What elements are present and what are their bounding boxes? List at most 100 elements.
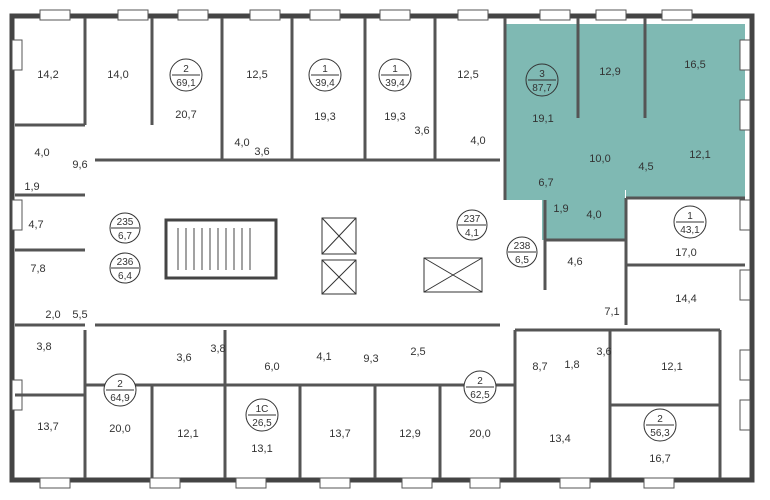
svg-text:1: 1 <box>322 64 328 75</box>
svg-text:56,3: 56,3 <box>650 428 670 439</box>
svg-text:14,0: 14,0 <box>107 69 128 81</box>
svg-text:16,7: 16,7 <box>649 453 670 465</box>
svg-text:1,8: 1,8 <box>564 359 579 371</box>
svg-text:4,0: 4,0 <box>586 209 601 221</box>
svg-text:13,4: 13,4 <box>549 433 570 445</box>
svg-text:4,7: 4,7 <box>28 219 43 231</box>
svg-text:4,1: 4,1 <box>465 228 479 239</box>
svg-text:12,9: 12,9 <box>399 428 420 440</box>
svg-text:2,0: 2,0 <box>45 309 60 321</box>
elevators <box>321 217 483 295</box>
svg-text:3: 3 <box>539 69 545 80</box>
svg-text:20,7: 20,7 <box>175 109 196 121</box>
svg-text:43,1: 43,1 <box>680 225 700 236</box>
svg-text:7,1: 7,1 <box>604 306 619 318</box>
svg-text:2,5: 2,5 <box>410 346 425 358</box>
svg-text:17,0: 17,0 <box>675 247 696 259</box>
svg-text:2: 2 <box>117 379 123 390</box>
svg-text:12,1: 12,1 <box>177 428 198 440</box>
svg-text:3,6: 3,6 <box>176 352 191 364</box>
apartment-badge: 2 64,9 <box>103 373 137 407</box>
svg-text:62,5: 62,5 <box>470 390 490 401</box>
windows-top <box>39 9 693 21</box>
svg-text:10,0: 10,0 <box>589 153 610 165</box>
svg-text:8,7: 8,7 <box>532 361 547 373</box>
storeroom-badge: 235 6,7 <box>109 212 141 244</box>
storeroom-badge: 238 6,5 <box>506 236 538 268</box>
storeroom-badge: 237 4,1 <box>456 209 488 241</box>
interior-walls <box>15 18 745 478</box>
svg-text:87,7: 87,7 <box>532 83 552 94</box>
svg-text:6,4: 6,4 <box>118 271 132 282</box>
svg-text:1,9: 1,9 <box>24 181 39 193</box>
storeroom-badge: 236 6,4 <box>109 252 141 284</box>
apartment-3-bath <box>542 198 626 240</box>
svg-text:3,8: 3,8 <box>210 343 225 355</box>
svg-text:69,1: 69,1 <box>176 78 196 89</box>
svg-text:4,0: 4,0 <box>34 147 49 159</box>
svg-text:12,5: 12,5 <box>246 69 267 81</box>
svg-text:2: 2 <box>183 64 189 75</box>
svg-text:13,1: 13,1 <box>251 443 272 455</box>
svg-text:3,8: 3,8 <box>36 341 51 353</box>
stair-core <box>164 218 278 280</box>
room-area-labels: 14,2 14,0 20,7 12,5 19,3 19,3 12,5 12,9 … <box>24 59 710 465</box>
svg-text:2: 2 <box>657 414 663 425</box>
svg-text:3,6: 3,6 <box>596 346 611 358</box>
svg-text:26,5: 26,5 <box>252 418 272 429</box>
svg-text:13,7: 13,7 <box>329 428 350 440</box>
svg-text:4,0: 4,0 <box>470 135 485 147</box>
svg-text:20,0: 20,0 <box>109 423 130 435</box>
svg-text:64,9: 64,9 <box>110 393 130 404</box>
apartment-badge: 1 39,4 <box>378 58 412 92</box>
svg-text:235: 235 <box>117 217 134 228</box>
apartment-3-highlight[interactable] <box>505 24 745 198</box>
svg-text:14,2: 14,2 <box>37 69 58 81</box>
apartment-badge: 1С 26,5 <box>245 398 279 432</box>
svg-text:3,6: 3,6 <box>414 125 429 137</box>
svg-text:13,7: 13,7 <box>37 421 58 433</box>
svg-text:3,6: 3,6 <box>254 146 269 158</box>
svg-text:9,3: 9,3 <box>363 353 378 365</box>
svg-text:12,5: 12,5 <box>457 69 478 81</box>
svg-text:1: 1 <box>392 64 398 75</box>
svg-text:20,0: 20,0 <box>469 428 490 440</box>
svg-text:12,1: 12,1 <box>689 149 710 161</box>
apartment-badge: 2 56,3 <box>643 408 677 442</box>
apartment-badge: 2 62,5 <box>463 370 497 404</box>
svg-text:12,9: 12,9 <box>599 66 620 78</box>
svg-text:236: 236 <box>117 257 134 268</box>
svg-text:1,9: 1,9 <box>553 203 568 215</box>
apartment-badge: 1 39,4 <box>308 58 342 92</box>
apartment-3-highlight-lower <box>505 160 625 200</box>
svg-text:19,3: 19,3 <box>384 111 405 123</box>
svg-text:6,7: 6,7 <box>538 177 553 189</box>
windows-bottom <box>39 477 675 489</box>
svg-text:5,5: 5,5 <box>72 309 87 321</box>
apartment-badge: 1 43,1 <box>673 205 707 239</box>
svg-text:1С: 1С <box>256 404 269 415</box>
svg-text:4,1: 4,1 <box>316 351 331 363</box>
svg-text:1: 1 <box>687 211 693 222</box>
svg-text:19,1: 19,1 <box>532 113 553 125</box>
svg-text:16,5: 16,5 <box>684 59 705 71</box>
svg-text:39,4: 39,4 <box>315 78 335 89</box>
svg-text:237: 237 <box>464 214 481 225</box>
svg-text:6,7: 6,7 <box>118 231 132 242</box>
svg-text:4,6: 4,6 <box>567 256 582 268</box>
apartment-badge-highlighted[interactable]: 3 87,7 <box>525 63 559 97</box>
svg-text:2: 2 <box>477 376 483 387</box>
svg-text:19,3: 19,3 <box>314 111 335 123</box>
svg-text:7,8: 7,8 <box>30 263 45 275</box>
svg-text:4,5: 4,5 <box>638 161 653 173</box>
svg-text:12,1: 12,1 <box>661 361 682 373</box>
svg-text:39,4: 39,4 <box>385 78 405 89</box>
svg-text:238: 238 <box>514 241 531 252</box>
svg-text:4,0: 4,0 <box>234 137 249 149</box>
apartment-badge: 2 69,1 <box>169 58 203 92</box>
svg-text:9,6: 9,6 <box>72 159 87 171</box>
svg-text:14,4: 14,4 <box>675 293 696 305</box>
svg-text:6,0: 6,0 <box>264 361 279 373</box>
svg-text:6,5: 6,5 <box>515 255 529 266</box>
